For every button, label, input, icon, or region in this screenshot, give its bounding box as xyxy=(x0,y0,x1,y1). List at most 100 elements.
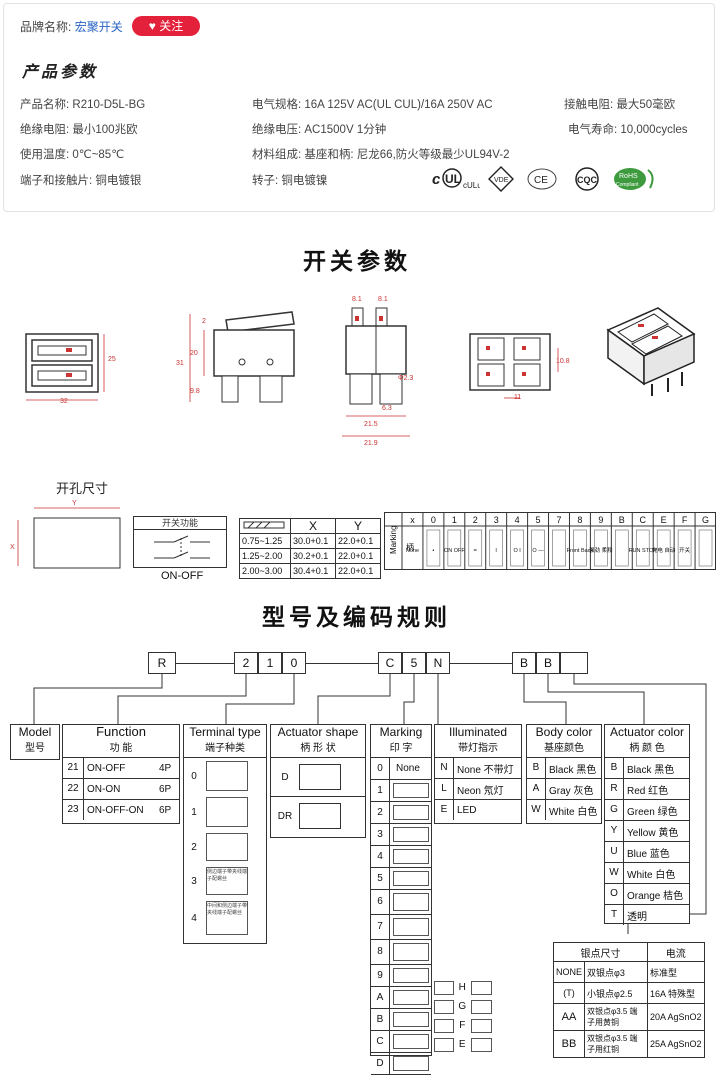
cutout-drawing xyxy=(10,500,122,572)
cqc-logo: CQC xyxy=(570,166,604,192)
code-box-r: R xyxy=(148,652,176,674)
marking-code: G xyxy=(702,515,709,525)
marking-icon xyxy=(393,943,429,961)
terminal-code: 4 xyxy=(191,912,197,924)
table-row: 8 xyxy=(371,940,431,965)
marking-symbol-icon xyxy=(468,529,483,567)
body-color-en: Body color xyxy=(535,725,593,739)
terminal-icon xyxy=(206,797,248,827)
svg-text:UL: UL xyxy=(445,172,461,186)
illuminated-cn: 带灯指示 xyxy=(435,739,521,758)
param-name: 产品名称: R210-D5L-BG xyxy=(20,99,146,111)
marking-code: E xyxy=(661,515,667,525)
cul-logo: cULcULus xyxy=(430,167,486,191)
dim-31: 31 xyxy=(176,360,184,367)
illuminated-code: N xyxy=(435,758,454,778)
marking-code: C xyxy=(639,515,646,525)
actuator-color-code: U xyxy=(605,842,624,862)
marking-symbol: = xyxy=(474,548,477,554)
function-name: ON-OFF xyxy=(87,762,126,774)
table-row: DR xyxy=(271,797,365,835)
cutout-y: Y xyxy=(72,500,77,507)
marking-symbol: RUN STOP xyxy=(629,548,658,554)
terminal-code: 3 xyxy=(191,875,197,887)
param-terminal: 端子和接触片: 铜电镀银 xyxy=(20,175,142,187)
code-dash xyxy=(176,663,234,664)
marking-code: H xyxy=(458,982,466,993)
marking-symbol-icon xyxy=(426,529,441,567)
marking-code: 1 xyxy=(371,780,390,801)
marking-none: None xyxy=(396,763,420,774)
illuminated-code: L xyxy=(435,779,454,799)
code-dash xyxy=(450,663,512,664)
dim-25: 25 xyxy=(108,356,116,363)
body-color-name: Black 黑色 xyxy=(549,764,597,776)
marking-code: G xyxy=(458,1001,467,1012)
table-row: 3 xyxy=(371,824,431,846)
dim-8-1a: 8.1 xyxy=(352,296,362,303)
connector-lines xyxy=(33,674,707,934)
param-insulation-resistance: 绝缘电阻: 最小100兆欧 xyxy=(20,124,138,136)
actuator-color-en: Actuator color xyxy=(609,725,685,739)
marking-code: 8 xyxy=(577,515,582,525)
table-row: 9 xyxy=(371,965,431,987)
marking-symbol-icon xyxy=(552,529,566,567)
actuator-shape-cn: 柄 形 状 xyxy=(271,739,365,758)
table-row: D xyxy=(371,1053,431,1075)
marking-symbol-icon xyxy=(698,529,713,567)
switch-circuit-icon xyxy=(154,535,210,559)
illuminated-code: E xyxy=(435,800,454,820)
marking-icon xyxy=(393,849,429,864)
svg-text:RoHS: RoHS xyxy=(619,173,638,180)
marking-code: C xyxy=(371,1031,390,1052)
function-name: ON-OFF-ON xyxy=(87,804,144,816)
shape-code: DR xyxy=(277,810,293,822)
table-row: 7 xyxy=(371,915,431,940)
marking-icon xyxy=(393,1012,429,1027)
code-box-2: 2 xyxy=(234,652,258,674)
actuator-shape-en: Actuator shape xyxy=(277,725,359,739)
marking-icon xyxy=(470,1037,492,1052)
table-row: F xyxy=(432,1016,492,1035)
marking-icon xyxy=(470,980,492,995)
actuator-color-code: B xyxy=(605,758,624,778)
code-box-1: 1 xyxy=(258,652,282,674)
marking-table-sub: 柄 xyxy=(406,542,414,552)
marking-en: Marking xyxy=(379,725,423,739)
table-row: 银点尺寸电流 xyxy=(552,942,705,962)
brand-link[interactable]: 宏聚开关 xyxy=(74,20,123,34)
model-cn: 型号 xyxy=(25,743,45,754)
follow-button[interactable]: ♥ 关注 xyxy=(132,16,200,36)
table-row: A xyxy=(371,987,431,1009)
actuator-color-code: O xyxy=(605,884,624,904)
marking-symbol-icon xyxy=(656,529,671,567)
switch-params-title: 开关参数 xyxy=(303,248,411,274)
marking-symbol: 开关 xyxy=(679,546,691,554)
marking-icon xyxy=(393,990,429,1005)
marking-symbol: None xyxy=(406,548,419,554)
actuator-color-name: Blue 蓝色 xyxy=(627,848,670,860)
actuator-color-code: G xyxy=(605,800,624,820)
marking-code: D xyxy=(371,1053,390,1074)
code-dash xyxy=(306,663,378,664)
code-box-5: 5 xyxy=(402,652,426,674)
terminal-en: Terminal type xyxy=(189,725,261,739)
marking-code: 1 xyxy=(452,515,457,525)
isometric-view-drawing xyxy=(598,300,702,400)
marking-icon xyxy=(393,827,429,842)
svg-text:Compliant: Compliant xyxy=(616,182,639,188)
marking-icon xyxy=(434,1018,454,1033)
body-color-cn: 基座颜色 xyxy=(527,739,601,758)
